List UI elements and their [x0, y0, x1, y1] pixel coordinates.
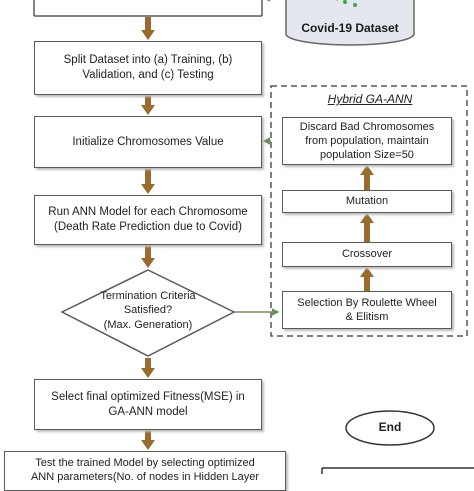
selection-box: Selection By Roulette Wheel & Elitism — [282, 291, 452, 329]
dataset-cylinder — [285, 0, 415, 46]
main-arrows — [141, 17, 155, 450]
discard-chromosomes-box: Discard Bad Chromosomes from population,… — [282, 117, 452, 165]
mutation-box: Mutation — [282, 190, 452, 213]
bottom-right-box-stub — [321, 467, 474, 474]
split-dataset-box: Split Dataset into (a) Training, (b) Val… — [34, 41, 262, 95]
test-model-box: Test the trained Model by selecting opti… — [4, 451, 286, 491]
run-ann-box: Run ANN Model for each Chromosome (Death… — [34, 195, 262, 245]
initialize-chromosomes-box: Initialize Chromosomes Value — [34, 116, 262, 168]
termination-criteria-label: Termination Criteria Satisfied? (Max. Ge… — [100, 290, 196, 331]
select-final-fitness-box: Select final optimized Fitness(MSE) in G… — [34, 379, 262, 430]
crossover-box: Crossover — [282, 242, 452, 267]
flowchart-canvas — [33, 0, 474, 474]
termination-diamond — [60, 269, 236, 357]
hybrid-title: Hybrid GA-ANN — [327, 92, 413, 106]
top-box-stub — [33, 0, 263, 17]
end-terminator — [345, 410, 435, 446]
hybrid-container — [270, 85, 468, 337]
end-label: End — [378, 420, 402, 434]
hybrid-arrows — [360, 165, 374, 291]
dataset-label: Covid-19 Dataset — [301, 21, 399, 35]
dataset-virus-icon — [335, 0, 357, 7]
